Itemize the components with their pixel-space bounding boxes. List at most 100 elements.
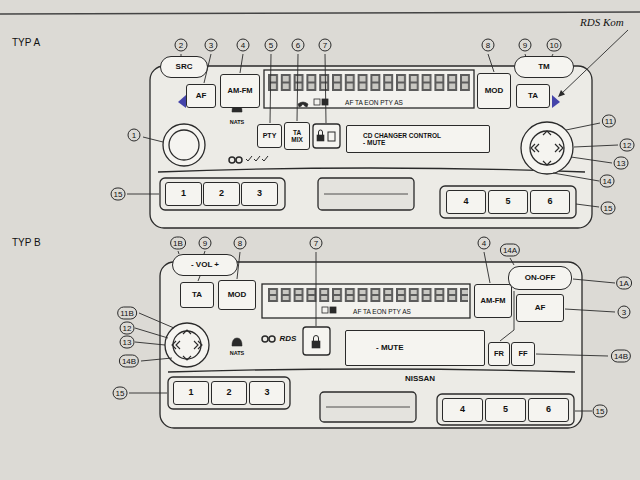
display: [264, 70, 474, 108]
button-label: 5: [503, 405, 508, 415]
callout-number: 15: [593, 405, 608, 418]
lock-button: [303, 327, 330, 355]
push-button: AF: [186, 84, 216, 108]
push-button: 4: [442, 398, 483, 422]
push-button: 6: [530, 190, 570, 214]
callout-number: 7: [310, 237, 323, 250]
push-button: 3: [241, 182, 278, 206]
button-label: 5: [505, 197, 510, 207]
button-label: CD CHANGER CONTROL: [363, 132, 441, 139]
push-button: MOD: [218, 280, 256, 310]
callout-number: 12: [120, 322, 135, 335]
button-label: TA: [192, 291, 202, 300]
dolby-symbol: [236, 157, 242, 163]
preset-panel: [168, 377, 290, 409]
callout-number: 11: [602, 115, 616, 128]
push-button: TA: [180, 282, 214, 308]
display-segments: [268, 288, 468, 302]
callout-number: 11B: [117, 307, 137, 320]
button-label: TA MIX: [291, 129, 303, 143]
button-label: SRC: [176, 63, 193, 72]
callout-number: 15: [113, 387, 128, 400]
callout-number: 15: [111, 188, 126, 201]
callout-number: 5: [265, 39, 278, 52]
callout-number: 3: [205, 39, 218, 52]
display-icon: [330, 307, 336, 313]
push-button: 4: [446, 190, 486, 214]
display-icon: [314, 99, 320, 105]
brand-logo: NATS: [230, 350, 245, 356]
push-button: AF: [516, 294, 564, 322]
page-frame: [0, 12, 640, 14]
callout-number: 4: [478, 237, 491, 250]
type-heading: TYP B: [12, 237, 41, 248]
push-button: PTY: [257, 124, 282, 148]
display: [262, 284, 470, 318]
callout-number: 7: [319, 39, 332, 52]
button-label: - MUTE: [363, 139, 385, 146]
preset-panel: [437, 394, 574, 425]
button-label: 6: [546, 405, 551, 415]
button-label: TM: [538, 63, 550, 72]
lock-icon: [314, 336, 319, 342]
display-icon: [322, 307, 328, 313]
button-label: 3: [257, 189, 262, 199]
leader-lines: [129, 251, 615, 411]
callout-number: 1A: [616, 277, 632, 290]
dolby-symbol: [269, 336, 275, 342]
button-label: 6: [547, 197, 552, 207]
cassette-slot: [318, 178, 414, 210]
lock-icon: [317, 135, 324, 141]
button-label: - VOL +: [191, 261, 219, 270]
push-button: TA MIX: [284, 122, 310, 150]
button-label: AF: [535, 304, 546, 313]
leader-lines: [127, 30, 628, 207]
button-label: 4: [463, 197, 468, 207]
push-button: AM-FM: [474, 284, 512, 318]
push-button: 3: [249, 381, 285, 405]
arrow-head: [558, 90, 565, 97]
lock-button: [313, 124, 340, 148]
indicator-triangle: [178, 95, 186, 108]
callout-number: 14B: [119, 355, 139, 368]
callout-number: 10: [547, 39, 562, 52]
push-button: 5: [485, 398, 526, 422]
button-label: AM-FM: [481, 297, 506, 305]
callout-number: 1B: [170, 237, 186, 250]
push-button: 6: [528, 398, 569, 422]
push-button: 2: [211, 381, 247, 405]
callout-number: 4: [237, 39, 250, 52]
panel-line: [158, 168, 585, 172]
rocker-arrows: [531, 131, 563, 165]
preset-panel: [440, 186, 576, 218]
display-indicator: AF TA EON PTY AS: [345, 99, 403, 106]
callout-number: 14: [600, 175, 615, 188]
button-label: - MUTE: [376, 344, 404, 353]
check-marks: [246, 156, 268, 161]
type-heading: TYP A: [12, 37, 40, 48]
button-label: MOD: [485, 87, 504, 96]
push-button: 1: [173, 381, 209, 405]
callout-number: 3: [618, 306, 631, 319]
button-label: 4: [460, 405, 465, 415]
faceplate: [160, 262, 582, 428]
seek-rocker: [521, 122, 573, 174]
button-label: AM-FM: [228, 87, 253, 95]
pill-button: SRC: [160, 56, 208, 78]
dolby-symbol: [229, 157, 235, 163]
callout-number: 8: [234, 237, 247, 250]
button-label: FF: [518, 350, 527, 358]
push-button: MOD: [477, 73, 511, 109]
cassette-slot: [320, 392, 416, 422]
push-button: 1: [165, 182, 202, 206]
brand-logo: NATS: [230, 119, 245, 125]
button-label: 1: [181, 189, 186, 199]
rocker-arrows: [172, 330, 202, 360]
callout-number: 9: [199, 237, 212, 250]
eject-icon: [328, 132, 335, 141]
pill-button: - VOL +: [172, 254, 238, 276]
push-button: AM-FM: [220, 74, 260, 108]
callout-number: 1: [128, 129, 141, 142]
dolby-symbol: [262, 336, 268, 342]
